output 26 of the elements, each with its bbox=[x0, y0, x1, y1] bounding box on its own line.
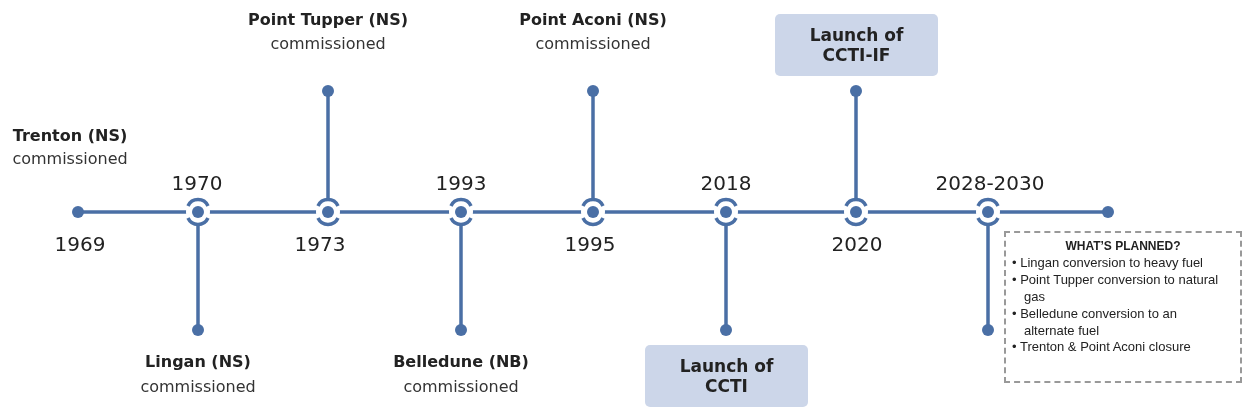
note-heading: WHAT’S PLANNED? bbox=[1064, 239, 1182, 253]
station-name: Belledune (NB) bbox=[393, 354, 529, 370]
year-label: 1993 bbox=[435, 173, 487, 193]
station-name: Point Tupper (NS) bbox=[247, 12, 409, 28]
note-box bbox=[1004, 231, 1242, 383]
station-name: Trenton (NS) bbox=[12, 128, 128, 144]
bullet-item: • Trenton & Point Aconi closure bbox=[1012, 339, 1192, 357]
bullet-item: • Point Tupper conversion to natural gas bbox=[1012, 271, 1220, 306]
station-name: Lingan (NS) bbox=[145, 354, 251, 370]
station-name: Point Aconi (NS) bbox=[519, 12, 667, 28]
year-label: 1973 bbox=[294, 234, 346, 254]
year-label: 2018 bbox=[700, 173, 752, 193]
year-label: 1969 bbox=[54, 234, 106, 254]
status-text: commissioned bbox=[535, 36, 651, 52]
status-text: commissioned bbox=[12, 151, 128, 167]
year-label: 1995 bbox=[564, 234, 616, 254]
status-text: commissioned bbox=[270, 36, 386, 52]
year-label: 2028-2030 bbox=[935, 173, 1045, 193]
year-label: 1970 bbox=[171, 173, 223, 193]
milestone-box: Launch of CCTI-IF bbox=[775, 14, 938, 76]
milestone-box: Launch of CCTI bbox=[645, 345, 808, 407]
status-text: commissioned bbox=[403, 379, 519, 395]
status-text: commissioned bbox=[140, 379, 256, 395]
bullet-item: • Lingan conversion to heavy fuel bbox=[1012, 255, 1204, 272]
bullet-item: • Belledune conversion to an alternate fuel bbox=[1012, 305, 1178, 340]
year-label: 2020 bbox=[831, 234, 883, 254]
